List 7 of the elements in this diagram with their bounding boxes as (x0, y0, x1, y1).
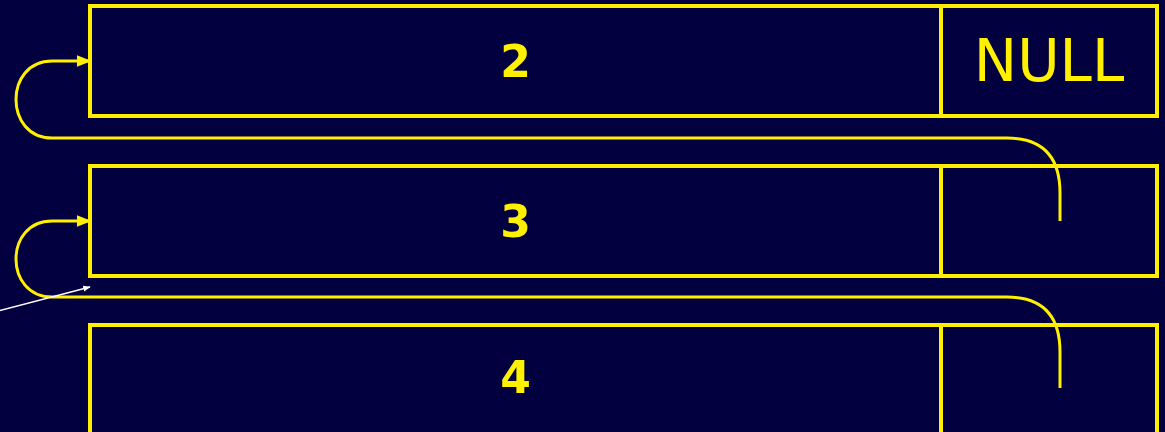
value-label: 4 (500, 351, 531, 403)
null-label: NULL (973, 27, 1125, 95)
arrow (15, 215, 1062, 388)
arrow (15, 55, 1062, 221)
value-label: 3 (500, 195, 531, 247)
arrow (0, 285, 91, 312)
value-label: 2 (500, 35, 531, 87)
